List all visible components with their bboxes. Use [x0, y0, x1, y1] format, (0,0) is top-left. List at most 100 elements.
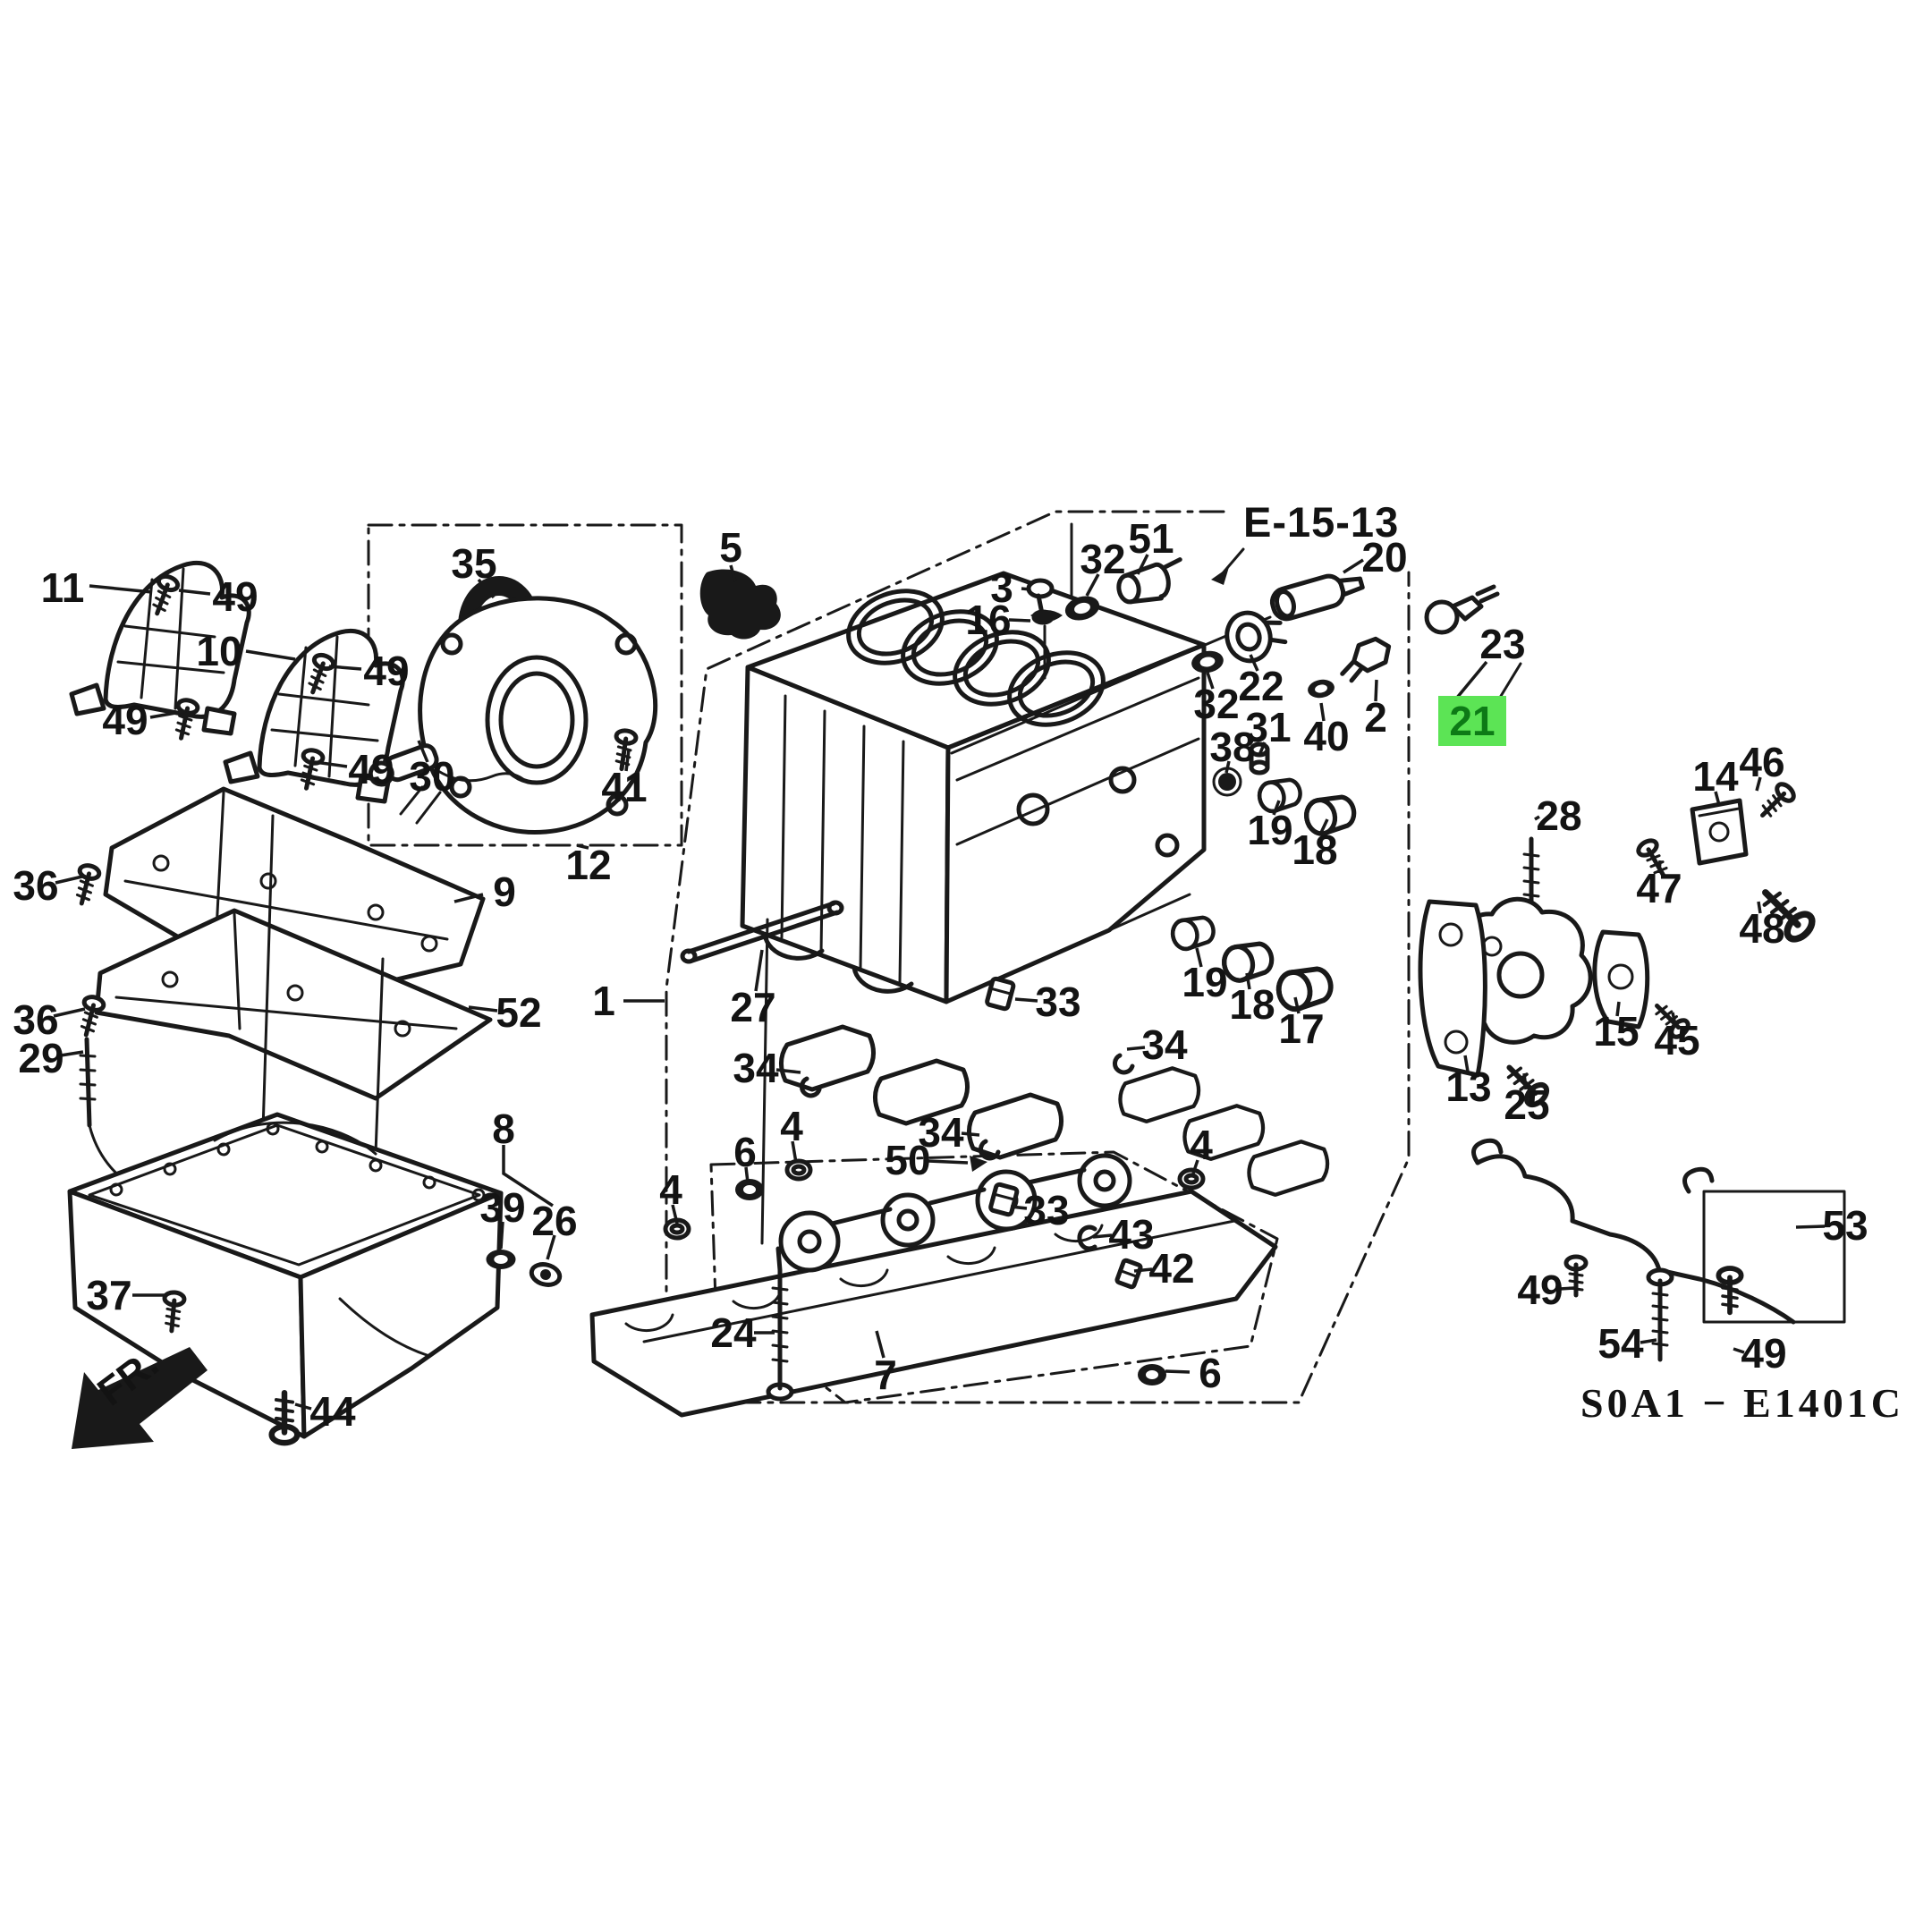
- callout-22[interactable]: 22: [1238, 663, 1284, 709]
- callout-29[interactable]: 29: [18, 1035, 64, 1081]
- callout-27[interactable]: 27: [730, 984, 775, 1030]
- callout-52[interactable]: 52: [496, 989, 541, 1036]
- leader-line: [1463, 1055, 1470, 1072]
- callout-34[interactable]: 34: [918, 1109, 964, 1156]
- callout-36[interactable]: 36: [13, 996, 58, 1043]
- callout-49[interactable]: 49: [1741, 1330, 1786, 1377]
- callout-2[interactable]: 2: [1364, 694, 1387, 741]
- callout-23[interactable]: 23: [1479, 621, 1525, 667]
- callout-48[interactable]: 48: [1739, 905, 1784, 952]
- callout-19[interactable]: 19: [1247, 807, 1292, 853]
- leader-line: [1318, 818, 1329, 835]
- leader-line: [245, 649, 296, 661]
- callout-51[interactable]: 51: [1128, 515, 1174, 562]
- leader-lines: [53, 554, 1826, 1411]
- callout-38[interactable]: 38: [1209, 724, 1255, 770]
- leader-line: [1165, 1369, 1191, 1374]
- callout-47[interactable]: 47: [1636, 865, 1682, 911]
- callout-11[interactable]: 11: [41, 564, 85, 611]
- callout-50[interactable]: 50: [885, 1137, 930, 1183]
- callout-39[interactable]: 39: [479, 1184, 525, 1231]
- callout-6[interactable]: 6: [1199, 1350, 1222, 1396]
- callout-13[interactable]: 13: [1445, 1063, 1491, 1110]
- callout-25[interactable]: 25: [1504, 1081, 1549, 1128]
- callout-15[interactable]: 15: [1593, 1008, 1639, 1055]
- callout-31[interactable]: 31: [1245, 704, 1291, 750]
- leader-line: [502, 1145, 554, 1208]
- leader-line: [1092, 1233, 1113, 1239]
- callout-5[interactable]: 5: [719, 524, 742, 571]
- reference-code-label[interactable]: E-15-13: [1243, 498, 1399, 546]
- callout-4[interactable]: 4: [780, 1103, 803, 1149]
- leader-line: [1733, 1347, 1745, 1354]
- callout-34[interactable]: 34: [1141, 1021, 1188, 1068]
- leader-line: [576, 843, 589, 850]
- cap: [1114, 1258, 1143, 1290]
- oil-jet: [1249, 741, 1270, 775]
- callout-19[interactable]: 19: [1182, 959, 1227, 1005]
- callout-41[interactable]: 41: [601, 764, 647, 810]
- leader-line: [1136, 554, 1149, 575]
- callout-49[interactable]: 49: [348, 746, 394, 792]
- callout-1[interactable]: 1: [592, 978, 615, 1024]
- callout-36[interactable]: 36: [13, 862, 58, 909]
- callout-4[interactable]: 4: [659, 1166, 682, 1213]
- callout-10[interactable]: 10: [196, 628, 242, 674]
- leader-line: [1559, 1286, 1575, 1291]
- callout-44[interactable]: 44: [309, 1388, 356, 1435]
- callout-32[interactable]: 32: [1080, 536, 1125, 582]
- leader-line: [453, 893, 484, 903]
- baffle-bolt: [77, 996, 106, 1038]
- leader-line: [1272, 800, 1281, 816]
- leader-line: [468, 1005, 498, 1013]
- callout-40[interactable]: 40: [1303, 713, 1349, 759]
- callout-30[interactable]: 30: [409, 753, 454, 800]
- callout-18[interactable]: 18: [1292, 826, 1337, 873]
- callout-12[interactable]: 12: [565, 842, 611, 888]
- callout-35[interactable]: 35: [451, 540, 496, 587]
- seal-washer: [787, 1161, 810, 1179]
- callout-49[interactable]: 49: [363, 648, 409, 694]
- leader-line: [178, 589, 211, 596]
- callout-43[interactable]: 43: [1108, 1211, 1154, 1258]
- callout-32[interactable]: 32: [1193, 681, 1239, 727]
- callout-20[interactable]: 20: [1361, 534, 1407, 580]
- callout-21[interactable]: 21: [1449, 698, 1495, 744]
- leader-line: [55, 875, 83, 885]
- clevis-bracket: [1690, 798, 1749, 866]
- leader-line: [149, 709, 187, 719]
- callout-53[interactable]: 53: [1822, 1202, 1868, 1249]
- callout-3[interactable]: 3: [990, 564, 1013, 611]
- callout-8[interactable]: 8: [492, 1106, 515, 1152]
- leader-line: [961, 1131, 980, 1137]
- baffle-bolt: [72, 864, 101, 906]
- callout-9[interactable]: 9: [493, 869, 516, 915]
- callout-46[interactable]: 46: [1739, 739, 1784, 785]
- callout-7[interactable]: 7: [874, 1352, 897, 1398]
- callout-49[interactable]: 49: [102, 697, 148, 743]
- callout-33[interactable]: 33: [1023, 1187, 1069, 1233]
- callout-37[interactable]: 37: [86, 1272, 131, 1318]
- callout-49[interactable]: 49: [1517, 1267, 1563, 1313]
- leader-line: [499, 1221, 504, 1250]
- callout-14[interactable]: 14: [1692, 753, 1739, 800]
- callout-18[interactable]: 18: [1229, 981, 1275, 1028]
- callout-33[interactable]: 33: [1035, 979, 1080, 1025]
- callout-28[interactable]: 28: [1536, 792, 1581, 839]
- side-bracket: [1418, 899, 1487, 1078]
- callout-6[interactable]: 6: [733, 1129, 757, 1175]
- callout-45[interactable]: 45: [1654, 1017, 1699, 1063]
- callout-42[interactable]: 42: [1148, 1245, 1194, 1292]
- callout-24[interactable]: 24: [710, 1309, 757, 1356]
- callout-54[interactable]: 54: [1597, 1320, 1644, 1367]
- callout-17[interactable]: 17: [1278, 1005, 1324, 1052]
- callout-49[interactable]: 49: [212, 573, 258, 620]
- callout-4[interactable]: 4: [1190, 1122, 1213, 1168]
- callout-16[interactable]: 16: [965, 597, 1011, 643]
- callout-34[interactable]: 34: [733, 1045, 779, 1091]
- callout-26[interactable]: 26: [531, 1198, 577, 1244]
- diagram-code-label: S0A1 − E1401C: [1580, 1380, 1904, 1426]
- drain-washer: [486, 1250, 516, 1269]
- leader-line: [1343, 558, 1364, 574]
- baffle-plate-lower: [94, 908, 493, 1101]
